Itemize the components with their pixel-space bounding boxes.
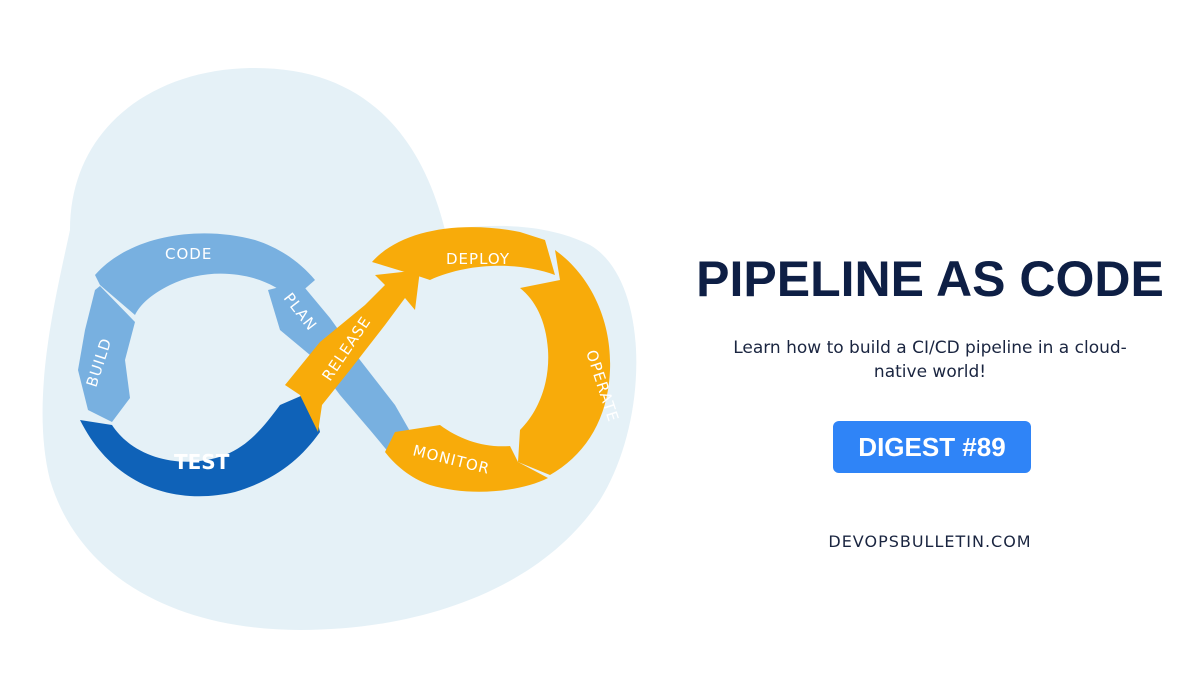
release-segment <box>285 270 420 432</box>
stage-label-code: CODE <box>165 245 212 263</box>
operate-segment <box>518 250 611 475</box>
test-segment <box>80 392 320 497</box>
monitor-segment <box>385 425 548 492</box>
digest-badge: DIGEST #89 <box>833 421 1031 473</box>
devops-infinity-diagram: CODE BUILD TEST PLAN RELEASE DEPLOY OPER… <box>42 67 637 630</box>
code-segment <box>95 233 315 315</box>
page-title: PIPELINE AS CODE <box>696 251 1164 307</box>
website-label: DEVOPSBULLETIN.COM <box>828 532 1032 551</box>
page-subtitle: Learn how to build a CI/CD pipeline in a… <box>733 338 1127 382</box>
content-panel: PIPELINE AS CODE Learn how to build a CI… <box>690 0 1200 675</box>
build-segment <box>78 286 135 422</box>
stage-label-deploy: DEPLOY <box>446 250 510 268</box>
deploy-segment <box>372 227 555 280</box>
stage-label-test: TEST <box>174 450 230 474</box>
